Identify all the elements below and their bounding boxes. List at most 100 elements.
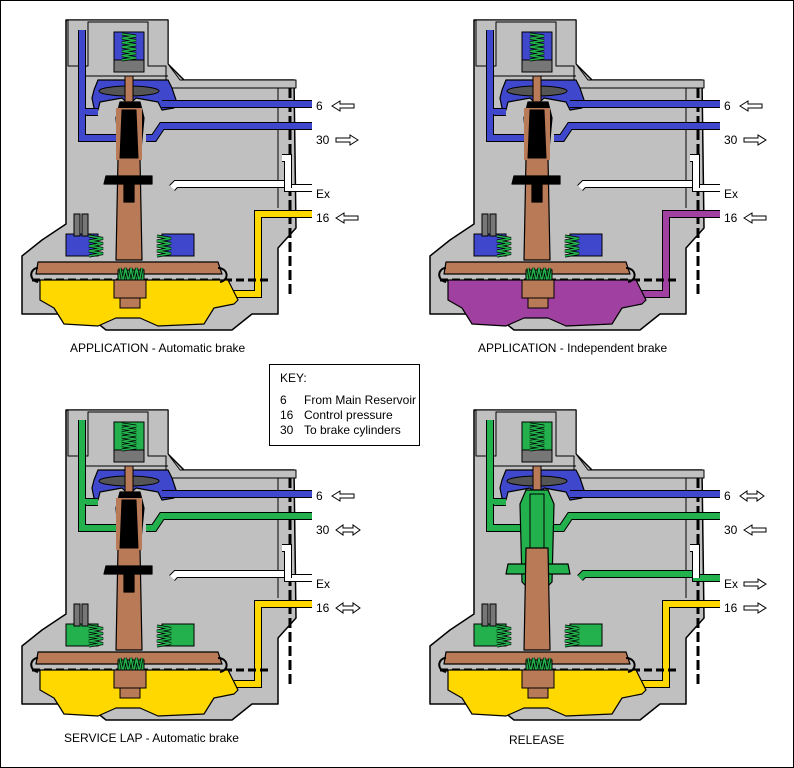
exhaust-riser <box>690 545 699 578</box>
port-arrow-icon <box>335 602 361 614</box>
arrow-both-icon <box>335 524 361 536</box>
port-arrow-icon <box>743 212 767 224</box>
key-item: 30 To brake cylinders <box>280 423 419 438</box>
right-spring-coil <box>564 235 580 257</box>
key-item-number: 30 <box>280 423 294 437</box>
feed-channel <box>487 420 506 505</box>
key-item-text: To brake cylinders <box>304 423 401 437</box>
exhaust-cross <box>103 565 153 593</box>
left-spring <box>88 624 104 648</box>
arrow-right-icon <box>743 578 767 590</box>
exhaust-riser <box>690 155 699 188</box>
top-cap-seat <box>521 449 553 463</box>
key-box: KEY: 6 From Main Reservoir 16 Control pr… <box>269 364 420 446</box>
cylinder-feed <box>487 504 524 531</box>
diaphragm-edge-right <box>625 657 636 673</box>
left-piston-rod <box>73 213 81 237</box>
diaphragm-edge-left <box>30 657 39 673</box>
left-spring <box>496 234 512 258</box>
port-label: Ex <box>316 187 330 201</box>
stem-exhaust-bore <box>119 109 139 159</box>
port-arrow-icon <box>331 490 355 502</box>
caption-application-independent: APPLICATION - Independent brake <box>478 341 668 355</box>
centre-nut-lower <box>527 297 549 309</box>
exhaust-cross <box>103 175 153 203</box>
right-spring <box>564 234 580 258</box>
centre-nut <box>113 279 147 299</box>
port-arrow-icon <box>331 100 355 112</box>
diaphragm-plate <box>35 261 223 275</box>
diaphragm-edge-left <box>438 657 447 673</box>
port-label: 16 <box>724 211 738 225</box>
top-cap-seat <box>113 59 145 73</box>
right-spring <box>156 624 172 648</box>
right-spring-coil <box>564 625 580 647</box>
centre-nut-lower <box>119 297 141 309</box>
caption-application-automatic: APPLICATION - Automatic brake <box>70 341 246 355</box>
diaphragm-plate <box>443 651 631 665</box>
right-spring-coil <box>156 235 172 257</box>
arrow-left-icon <box>335 212 359 224</box>
key-item: 16 Control pressure <box>280 408 419 423</box>
caption-service-lap: SERVICE LAP - Automatic brake <box>64 731 239 745</box>
centre-spring-coil <box>527 657 551 673</box>
top-spring <box>529 422 545 452</box>
right-spring <box>564 624 580 648</box>
left-spring-coil <box>88 625 104 647</box>
piston-stem <box>523 547 551 651</box>
arrow-right-icon <box>743 134 767 146</box>
top-spring <box>121 422 137 452</box>
stem-exhaust-bore <box>119 499 139 549</box>
top-spring <box>121 32 137 62</box>
centre-nut <box>113 669 147 689</box>
centre-spring-coil <box>119 267 143 283</box>
centre-spring-coil <box>119 657 143 673</box>
centre-nut-lower <box>527 687 549 699</box>
exhaust-riser <box>282 545 291 578</box>
port-label: 16 <box>724 601 738 615</box>
key-item-number: 6 <box>280 393 287 407</box>
centre-spring <box>526 267 552 283</box>
cylinder-feed <box>487 114 524 141</box>
port-label: 6 <box>316 99 323 113</box>
valve-housing-upper <box>67 409 297 479</box>
port-30-passage <box>146 123 312 141</box>
key-title: KEY: <box>280 371 307 385</box>
port-arrow-icon <box>335 524 361 536</box>
port-16-passage <box>642 601 720 687</box>
key-item-number: 16 <box>280 408 294 422</box>
diaphragm-edge-right <box>217 267 228 283</box>
port-label: 30 <box>316 523 330 537</box>
port-arrow-icon <box>743 578 767 590</box>
arrow-left-icon <box>331 100 355 112</box>
diaphragm-edge-left <box>30 267 39 283</box>
exhaust-riser <box>282 155 291 188</box>
left-piston-rod-2 <box>489 213 497 237</box>
port-label: 6 <box>316 489 323 503</box>
port-label: Ex <box>724 187 738 201</box>
centre-spring-coil <box>527 267 551 283</box>
key-item-text: Control pressure <box>304 408 393 422</box>
arrow-left-icon <box>743 524 767 536</box>
port-arrow-icon <box>739 490 765 502</box>
top-spring-coil <box>529 423 545 451</box>
cylinder-feed <box>79 114 116 141</box>
exhaust-cross <box>511 175 561 203</box>
right-spring-coil <box>156 625 172 647</box>
arrow-both-icon <box>335 602 361 614</box>
piston-stem <box>523 157 551 261</box>
left-piston-rod-2 <box>81 603 89 627</box>
key-item-text: From Main Reservoir <box>304 393 417 407</box>
stem-exhaust-bore <box>527 109 547 159</box>
piston-stem <box>115 157 143 261</box>
port-label: 30 <box>724 523 738 537</box>
top-spring-coil <box>529 33 545 61</box>
centre-spring <box>118 267 144 283</box>
arrow-both-icon <box>739 490 765 502</box>
port-16-passage <box>642 211 720 297</box>
port-label: 30 <box>724 133 738 147</box>
port-label: Ex <box>316 577 330 591</box>
